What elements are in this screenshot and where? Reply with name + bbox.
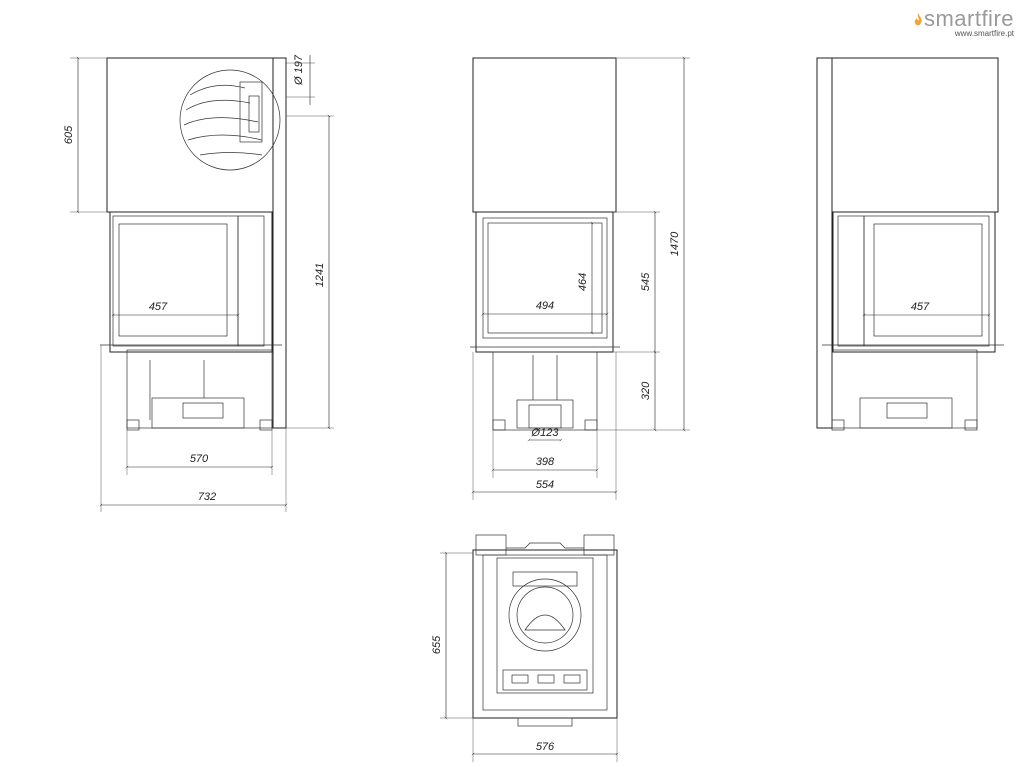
dim-overall-width: 732: [198, 491, 216, 503]
front-view: 1470 545 320 464 494 Ø123 398 554: [470, 56, 690, 500]
dim-top-height: 605: [63, 125, 75, 144]
brand-url: www.smartfire.pt: [954, 29, 1014, 38]
dim-right-glass-width: 457: [911, 301, 930, 313]
dim-glass-height: 464: [577, 273, 589, 291]
top-view: 655 576: [431, 534, 619, 762]
dim-door-height: 545: [640, 272, 652, 291]
dim-top-width: 576: [536, 741, 555, 753]
dim-flue-diameter: Ø 197: [293, 54, 305, 86]
dim-top-depth: 655: [431, 635, 443, 654]
dim-glass-width: 457: [149, 301, 168, 313]
dim-front-glass-width: 494: [536, 300, 554, 312]
flue-detail-circle: [179, 69, 281, 171]
dim-base-height: 320: [640, 381, 652, 400]
left-side-view: 605 Ø 197 1241 457 570 732: [63, 54, 334, 512]
flue-collar-circle: [508, 578, 582, 652]
brand-name: smartfire: [923, 6, 1014, 31]
right-side-view: 457: [816, 57, 1004, 431]
dim-total-height: 1241: [314, 263, 326, 287]
flame-icon: [914, 13, 922, 26]
dim-front-overall-width: 554: [536, 479, 554, 491]
dim-leg-span: 570: [190, 453, 209, 465]
dim-air-inlet: Ø123: [531, 427, 560, 439]
dim-front-total-height: 1470: [669, 231, 681, 256]
dim-front-leg-span: 398: [536, 456, 555, 468]
brand-logo: smartfire www.smartfire.pt: [913, 6, 1014, 38]
